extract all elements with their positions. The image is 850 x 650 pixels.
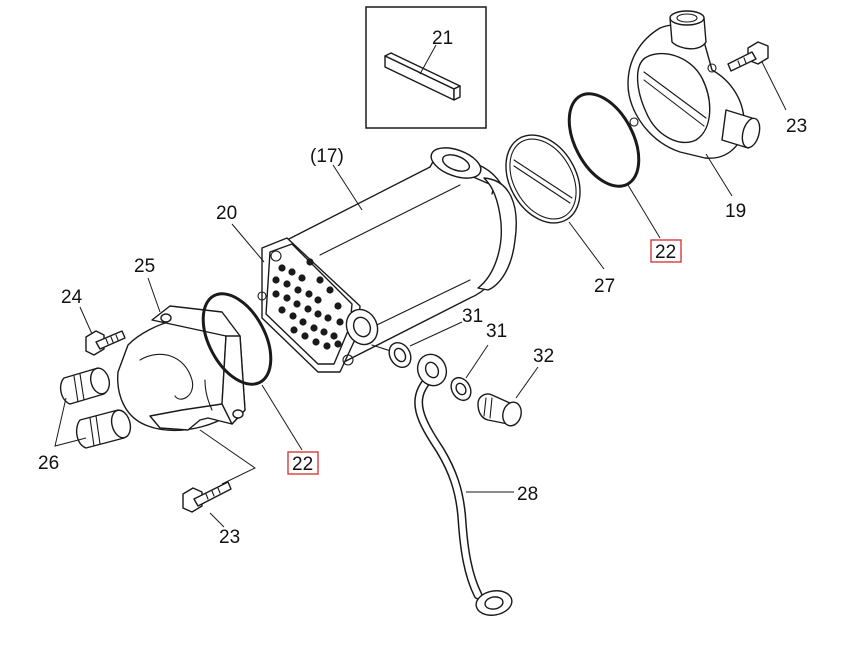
washer-lower-part-31 — [450, 344, 489, 402]
callout-20: 20 — [216, 203, 237, 224]
tube-sheet-holes — [272, 258, 344, 350]
inset-box-part-21 — [365, 6, 487, 129]
callout-23-top: 23 — [786, 116, 807, 137]
banjo-bolt-part-32 — [477, 366, 539, 427]
callout-24: 24 — [61, 287, 83, 308]
callout-28: 28 — [517, 484, 538, 505]
callout-17: (17) — [310, 146, 344, 167]
o-ring-left-part-22 — [201, 292, 303, 451]
pipe-part-28 — [414, 353, 514, 616]
callout-19: 19 — [725, 201, 746, 222]
front-cover-part-25 — [117, 305, 246, 432]
bolt-bottom-part-23 — [182, 429, 256, 528]
highlight-box-22-left — [287, 451, 319, 475]
callout-21: 21 — [432, 28, 453, 49]
o-ring-right-part-22 — [567, 92, 661, 239]
leader-20 — [231, 223, 265, 263]
callout-22-right: 22 — [655, 242, 676, 263]
callout-23-bottom: 23 — [219, 527, 240, 548]
plug-parts-26 — [54, 367, 132, 449]
callout-31-lower: 31 — [486, 321, 507, 342]
callout-32: 32 — [533, 346, 554, 367]
callout-25: 25 — [134, 256, 155, 277]
washer-upper-part-31 — [388, 321, 463, 369]
leader-25 — [147, 277, 161, 313]
highlight-box-22-right — [650, 239, 682, 263]
rear-cover-part-19 — [627, 10, 761, 197]
callout-22-left: 22 — [292, 454, 313, 475]
callout-31-upper: 31 — [462, 306, 483, 327]
callout-26: 26 — [38, 453, 59, 474]
leader-17 — [332, 164, 363, 211]
cooler-body-part-17 — [257, 147, 517, 373]
bolt-top-part-23 — [727, 41, 787, 111]
callout-27: 27 — [594, 276, 615, 297]
bolt-part-24 — [79, 306, 126, 356]
gasket-part-27 — [505, 134, 605, 270]
